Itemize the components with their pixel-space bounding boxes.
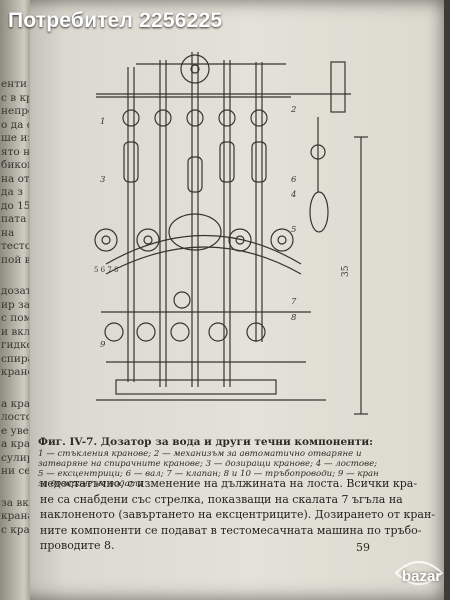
callout-label: 5: [291, 225, 296, 235]
callout-label: 8: [291, 313, 297, 323]
body-line: ните компоненти се подават в тестомесачн…: [40, 523, 422, 537]
left-page-line: а кранов: [1, 397, 29, 410]
left-page-line: на от а: [1, 172, 29, 185]
left-page-line: непрех: [1, 105, 29, 117]
left-page-line: ир за: [1, 298, 29, 311]
left-page-line: ни сев: [1, 465, 29, 477]
left-page-line: гидкост: [1, 339, 29, 351]
left-page-line: тесто ХТ: [1, 240, 29, 252]
left-page-line: ше изпо: [1, 132, 29, 144]
left-page-edge: енти с с в кр непрех о да се ше изпо ято…: [0, 0, 30, 600]
left-page-line: да з: [1, 186, 23, 198]
left-page-line: пой в ин: [1, 253, 29, 266]
seller-watermark: Потребител 2256225: [8, 9, 223, 32]
callout-label: 4: [290, 190, 296, 200]
left-page-line: енти с: [1, 78, 29, 90]
callout-label: 7: [291, 297, 297, 307]
bazar-logo: bazar: [392, 555, 446, 593]
figure-caption: Фиг. IV-7. Дозатор за вода и други течни…: [38, 436, 384, 490]
body-line: недостатъчно, с изменение на дължината н…: [40, 477, 418, 490]
left-page-line: с крача: [1, 523, 29, 536]
left-page-line: на: [1, 226, 15, 239]
logo-text: bazar: [402, 568, 442, 585]
callout-label: 1: [100, 117, 105, 127]
page-number: 59: [356, 541, 370, 554]
callout-label: 6: [291, 175, 297, 185]
left-page-line: пата т: [1, 213, 29, 225]
left-page-line: за вк: [1, 496, 29, 509]
left-page-line: лостове: [1, 411, 29, 423]
body-line: наклоненото (завъртането на ексцентрицит…: [40, 508, 436, 521]
left-page-line: е увели: [1, 424, 29, 437]
book-page: [14, 0, 444, 600]
body-line: не са снабдени със стрелка, показващи на…: [40, 492, 403, 506]
dispenser-drawing: 35 5 6 7 8 1 2 3 4 5 6 7 8 9: [94, 52, 368, 415]
left-page-line: ято на: [1, 145, 29, 158]
left-page-line: сулира: [1, 451, 29, 464]
dimension-label: 35: [341, 265, 351, 277]
caption-title: Фиг. IV-7. Дозатор за вода и други течни…: [38, 436, 374, 448]
left-page-line: дозатора: [1, 285, 29, 297]
left-page-line: спиране: [1, 352, 29, 365]
left-page-text: енти с с в кр непрех о да се ше изпо ято…: [1, 78, 29, 537]
column-group: [127, 52, 263, 387]
left-page-line: о да се: [1, 118, 29, 131]
callout-label: 3: [100, 175, 105, 185]
left-page-line: до 15 ≠: [1, 199, 29, 212]
left-page-line: с в кр: [1, 91, 29, 104]
body-paragraph: недостатъчно, с изменение на дължината н…: [40, 476, 436, 554]
left-page-line: с помощ: [1, 312, 29, 324]
body-line: проводите 8.: [40, 539, 115, 552]
left-page-line: бикова: [1, 159, 29, 171]
callout-label: 2: [290, 105, 296, 115]
left-page-line: а кранч: [1, 438, 29, 450]
scale-label: 5 6 7 8: [94, 266, 119, 274]
left-page-line: кранов: [1, 366, 29, 378]
left-page-line: и включ: [1, 325, 29, 338]
callout-label: 9: [100, 340, 106, 350]
caption-legend: 1 — стъкления кранове; 2 — механизъм за …: [38, 449, 379, 489]
